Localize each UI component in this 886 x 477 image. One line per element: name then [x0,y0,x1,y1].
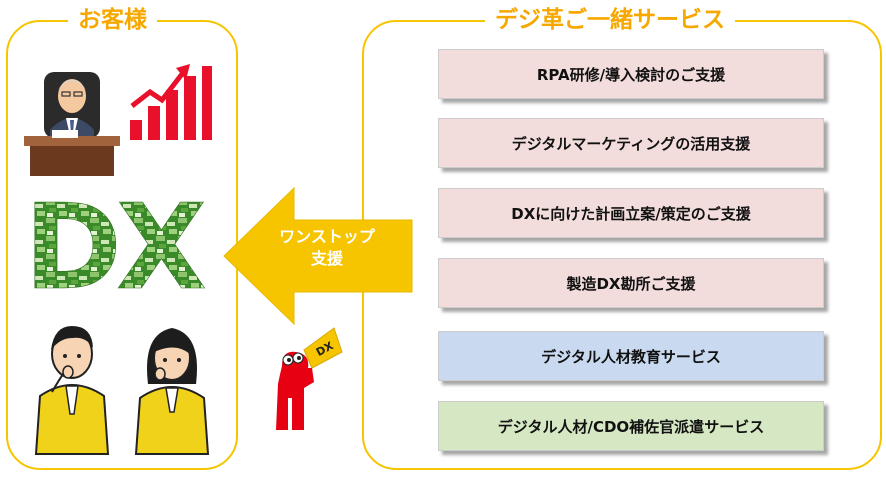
arrow-label-line2: 支援 [310,249,343,268]
service-item-label: デジタル人材教育サービス [541,347,721,366]
service-item-label: デジタル人材/CDO補佐官派遣サービス [497,417,765,436]
service-item-rpa-training: RPA研修/導入検討のご支援 [438,49,824,99]
service-item-label: DXに向けた計画立案/策定のご支援 [511,204,751,223]
service-item-dx-planning: DXに向けた計画立案/策定のご支援 [438,188,824,238]
arrow-label-line1: ワンストップ [279,227,375,246]
one-stop-arrow [223,186,413,326]
executive-icon [24,72,120,176]
one-stop-label: ワンストップ 支援 [268,226,386,270]
service-item-cdo-dispatch: デジタル人材/CDO補佐官派遣サービス [438,401,824,451]
growth-chart-icon [130,64,212,140]
service-item-digital-marketing: デジタルマーケティングの活用支援 [438,118,824,168]
customer-title: お客様 [68,6,157,34]
service-item-manufacturing-dx: 製造DX勘所ご支援 [438,258,824,308]
svg-text:DX: DX [24,178,205,316]
thinking-woman-icon [134,328,210,455]
service-item-label: デジタルマーケティングの活用支援 [511,134,751,153]
service-title: デジ革ご一緒サービス [485,6,735,34]
service-item-digital-talent-education: デジタル人材教育サービス [438,331,824,381]
mascot-icon: DX [276,327,343,430]
service-item-label: RPA研修/導入検討のご支援 [536,65,726,84]
service-item-label: 製造DX勘所ご支援 [566,274,696,293]
dx-logo: DX DX [24,178,212,317]
thinking-man-icon [34,326,110,455]
